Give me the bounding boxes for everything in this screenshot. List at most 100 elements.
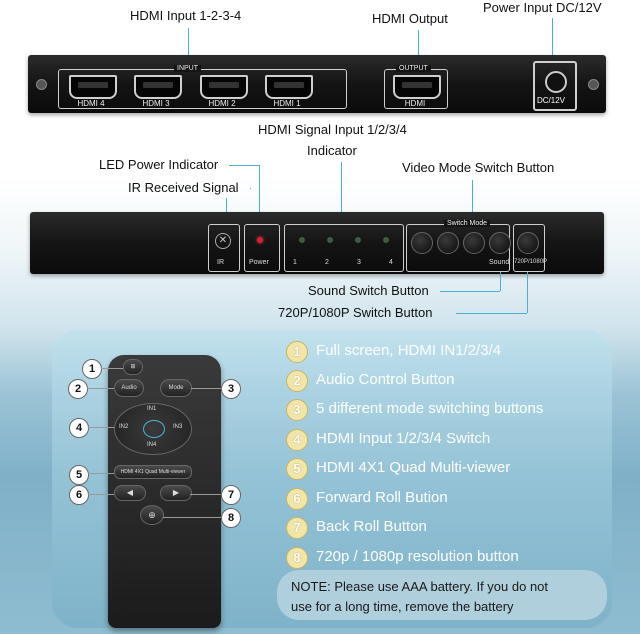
feature-number: 2 bbox=[286, 370, 308, 392]
forward-roll-button[interactable]: ◀ bbox=[114, 485, 146, 501]
screw-icon bbox=[36, 79, 47, 90]
resolution-button[interactable] bbox=[517, 232, 539, 254]
resolution-remote-button[interactable]: ⊕ bbox=[140, 505, 164, 525]
input-dpad[interactable]: IN1 IN2 IN3 IN4 bbox=[114, 403, 192, 455]
mode-button[interactable]: Mode bbox=[160, 379, 192, 397]
resolution-group bbox=[513, 224, 545, 272]
dc-jack-icon bbox=[545, 71, 567, 93]
dc-power-jack: DC/12V bbox=[533, 61, 577, 111]
sound-button[interactable] bbox=[489, 232, 511, 254]
remote-control: ⊞ Audio Mode IN1 IN2 IN3 IN4 HDMI 4X1 Qu… bbox=[108, 355, 221, 628]
marker-line bbox=[163, 517, 221, 518]
in4-label: IN4 bbox=[147, 442, 157, 448]
rear-panel: INPUT HDMI 4 HDMI 3 HDMI 2 HDMI 1 OUTPUT… bbox=[28, 55, 606, 113]
mode-button-1[interactable] bbox=[411, 232, 433, 254]
battery-note: NOTE: Please use AAA battery. If you do … bbox=[277, 570, 607, 620]
feature-text: 720p / 1080p resolution button bbox=[316, 548, 519, 565]
power-label: Power bbox=[249, 259, 269, 266]
in2-label: IN2 bbox=[119, 424, 129, 430]
feature-number: 5 bbox=[286, 458, 308, 480]
switch-mode-title: Switch Mode bbox=[444, 220, 491, 227]
ir-sensor-icon: ✕ bbox=[215, 233, 231, 249]
hdmi-output-port bbox=[393, 75, 441, 99]
marker-1: 1 bbox=[82, 359, 102, 379]
hdmi-port-2 bbox=[200, 75, 248, 99]
feature-number: 6 bbox=[286, 488, 308, 510]
input-led-label: 4 bbox=[389, 259, 393, 266]
note-line-2: use for a long time, remove the battery bbox=[291, 599, 514, 614]
ir-received-callout: IR Received Signal bbox=[128, 180, 239, 195]
indicator-leader bbox=[341, 162, 342, 226]
feature-text: 5 different mode switching buttons bbox=[316, 400, 544, 417]
dpad-center bbox=[143, 420, 165, 438]
resolution-label: 720P/1080P bbox=[514, 259, 548, 265]
hdmi-port-label: HDMI 2 bbox=[208, 99, 236, 108]
feature-number: 4 bbox=[286, 429, 308, 451]
marker-5: 5 bbox=[69, 465, 89, 485]
mode-button-3[interactable] bbox=[463, 232, 485, 254]
marker-line bbox=[88, 473, 114, 474]
res-switch-callout: 720P/1080P Switch Button bbox=[278, 305, 433, 320]
marker-8: 8 bbox=[221, 508, 241, 528]
marker-line bbox=[88, 494, 114, 495]
in1-label: IN1 bbox=[147, 406, 157, 412]
hdmi-input-leader bbox=[188, 28, 189, 70]
hdmi-port-label: HDMI 1 bbox=[273, 99, 301, 108]
input-led bbox=[299, 237, 305, 243]
ir-leader bbox=[250, 188, 251, 189]
marker-line bbox=[190, 494, 221, 495]
sound-switch-leader bbox=[440, 291, 500, 292]
input-group bbox=[58, 69, 347, 109]
input-led-label: 1 bbox=[293, 259, 297, 266]
indicator-callout: Indicator bbox=[307, 143, 357, 158]
mode-button-2[interactable] bbox=[437, 232, 459, 254]
multiview-button[interactable]: HDMI 4X1 Quad Multi-viewer bbox=[114, 465, 192, 479]
feature-text: Forward Roll Bution bbox=[316, 489, 448, 506]
hdmi-port-4 bbox=[69, 75, 117, 99]
fullscreen-button[interactable]: ⊞ bbox=[123, 359, 143, 375]
dc-label: DC/12V bbox=[537, 96, 566, 105]
input-led bbox=[327, 237, 333, 243]
hdmi-port-label: HDMI 3 bbox=[142, 99, 170, 108]
output-group-title: OUTPUT bbox=[396, 65, 431, 72]
input-led bbox=[355, 237, 361, 243]
back-roll-button[interactable]: ▶ bbox=[160, 485, 192, 501]
res-switch-leader bbox=[527, 272, 528, 313]
audio-button[interactable]: Audio bbox=[114, 379, 144, 397]
input-led-label: 2 bbox=[325, 259, 329, 266]
marker-line bbox=[87, 388, 114, 389]
feature-text: Audio Control Button bbox=[316, 371, 455, 388]
hdmi-output-label: HDMI bbox=[404, 99, 426, 108]
hdmi-output-callout: HDMI Output bbox=[372, 11, 448, 26]
led-power-callout: LED Power Indicator bbox=[99, 157, 219, 172]
marker-4: 4 bbox=[69, 418, 89, 438]
feature-number: 3 bbox=[286, 399, 308, 421]
feature-number: 1 bbox=[286, 341, 308, 363]
ir-receiver: ✕ IR bbox=[208, 224, 240, 272]
marker-line bbox=[191, 388, 221, 389]
hdmi-port-1 bbox=[265, 75, 313, 99]
sound-switch-leader bbox=[500, 272, 501, 291]
marker-line bbox=[88, 427, 114, 428]
video-mode-leader bbox=[472, 180, 473, 224]
feature-text: HDMI 4X1 Quad Multi-viewer bbox=[316, 459, 511, 476]
led-power-leader bbox=[229, 165, 259, 166]
hdmi-port-label: HDMI 4 bbox=[77, 99, 105, 108]
input-indicator-group: 1 2 3 4 bbox=[284, 224, 404, 272]
hdmi-signal-callout: HDMI Signal Input 1/2/3/4 bbox=[258, 122, 407, 137]
led-power-leader bbox=[259, 165, 260, 225]
feature-text: HDMI Input 1/2/3/4 Switch bbox=[316, 430, 491, 447]
marker-3: 3 bbox=[221, 379, 241, 399]
marker-6: 6 bbox=[69, 485, 89, 505]
input-group-title: INPUT bbox=[174, 65, 201, 72]
res-switch-leader bbox=[456, 313, 527, 314]
video-mode-callout: Video Mode Switch Button bbox=[402, 160, 555, 175]
hdmi-port-3 bbox=[134, 75, 182, 99]
marker-2: 2 bbox=[68, 379, 88, 399]
power-input-callout: Power Input DC/12V bbox=[483, 0, 602, 15]
feature-number: 7 bbox=[286, 517, 308, 539]
feature-text: Full screen, HDMI IN1/2/3/4 bbox=[316, 342, 502, 359]
front-panel: ✕ IR Power 1 2 3 4 Switch Mode Sound 720… bbox=[30, 212, 604, 274]
power-led bbox=[257, 237, 263, 243]
power-input-leader bbox=[552, 18, 553, 62]
